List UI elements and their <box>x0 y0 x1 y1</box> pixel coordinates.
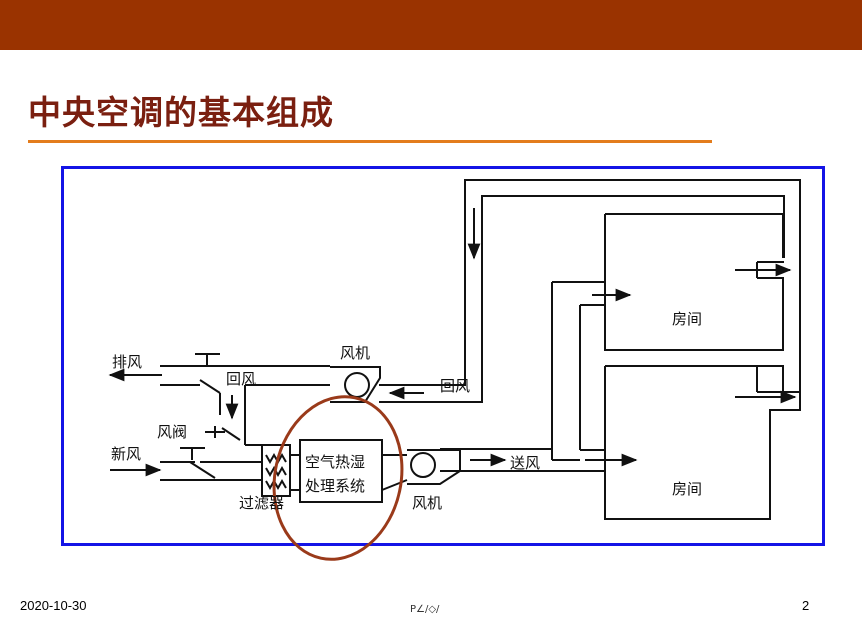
label-processor-line1: 空气热湿 <box>305 453 365 471</box>
footer-center-mark: P∠/◇/ <box>410 604 440 615</box>
label-fan-top: 风机 <box>340 344 370 362</box>
label-supply-air: 送风 <box>510 454 540 472</box>
label-fresh-air: 新风 <box>111 445 141 463</box>
label-return-air-left: 回风 <box>226 370 256 388</box>
page-number: 2 <box>802 598 810 613</box>
top-banner <box>0 0 862 50</box>
label-room-top: 房间 <box>672 310 702 328</box>
highlight-ellipse <box>272 395 404 561</box>
label-room-bottom: 房间 <box>672 480 702 498</box>
title-underline <box>28 140 712 143</box>
label-filter: 过滤器 <box>239 494 284 512</box>
label-fan-bottom: 风机 <box>412 494 442 512</box>
label-return-air-right: 回风 <box>440 377 470 395</box>
label-damper: 风阀 <box>157 423 187 441</box>
footer-date: 2020-10-30 <box>20 598 87 613</box>
label-processor-line2: 处理系统 <box>305 477 365 495</box>
label-exhaust-air: 排风 <box>112 353 142 371</box>
slide-title: 中央空调的基本组成 <box>28 93 334 132</box>
diagram-frame <box>61 166 825 546</box>
